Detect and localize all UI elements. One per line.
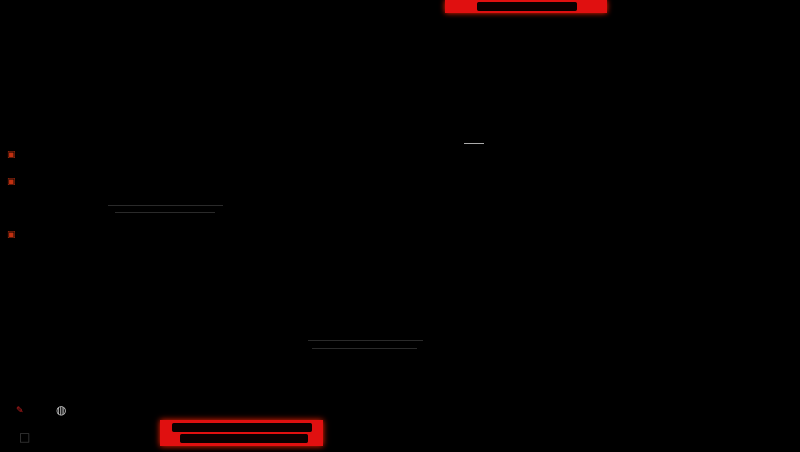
marker-icon[interactable]: ▣ xyxy=(7,177,16,187)
bottom-banner[interactable] xyxy=(160,420,323,446)
faint-text-row xyxy=(308,340,423,341)
faint-text-row xyxy=(115,212,215,213)
globe-icon[interactable]: ◍ xyxy=(56,403,67,417)
top-banner[interactable] xyxy=(445,0,607,13)
marker-icon[interactable]: ▣ xyxy=(7,150,16,160)
top-banner-text-block xyxy=(477,2,577,11)
square-icon[interactable]: □ xyxy=(19,430,31,444)
bottom-banner-line-1 xyxy=(172,423,312,432)
marker-icon[interactable]: ▣ xyxy=(7,230,16,240)
bottom-banner-line-2 xyxy=(180,434,308,443)
faint-text-row xyxy=(108,205,223,206)
faint-text-row xyxy=(312,348,417,349)
pencil-icon[interactable]: ✎ xyxy=(16,406,24,416)
crosshair-line xyxy=(464,143,484,144)
